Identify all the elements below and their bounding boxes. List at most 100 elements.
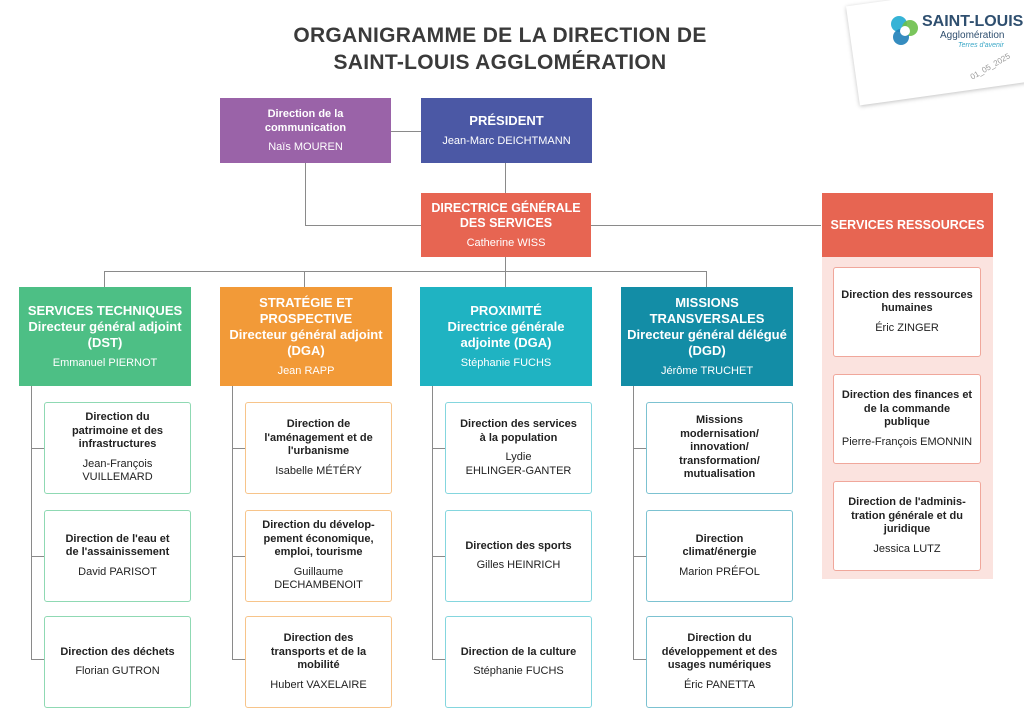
item-title: Direction de l'adminis-tration générale … [848,496,966,535]
directorate-card: Direction de l'aménagement et de l'urban… [245,402,392,494]
president-box: PRÉSIDENT Jean-Marc DEICHTMANN [421,98,592,163]
saint-louis-logo-mark-icon [891,16,918,45]
trunk-col4 [633,386,634,659]
ressources-header: SERVICES RESSOURCES [822,193,993,257]
item-title: Direction du patrimoine et des infrastru… [71,411,164,451]
directorate-card: Direction des transports et de la mobili… [245,616,392,708]
column-title: PROXIMITÉ [470,303,542,318]
tick [232,448,245,449]
tick [31,556,44,557]
item-title: Direction des services à la population [460,418,577,444]
item-name: Jessica LUTZ [873,542,941,555]
item-title: Direction des transports et de la mobili… [270,632,367,671]
tick [232,556,245,557]
item-title: Direction de la culture [460,645,577,658]
item-name: Gilles HEINRICH [476,559,561,571]
column-role: Directeur général adjoint (DST) [28,319,182,350]
connector-branch-horizontal [104,271,707,272]
communication-name: Naïs MOUREN [268,141,343,153]
ressources-item: Direction des finances et de la commande… [833,374,981,464]
connector-branch-col3 [505,271,506,287]
connector-president-dgs [505,163,506,193]
tick [31,659,44,660]
item-name: Lydie EHLINGER-GANTER [465,451,572,477]
ressources-title: SERVICES RESSOURCES [830,217,985,232]
item-name: Pierre-François EMONNIN [841,435,973,448]
item-title: Direction des sports [465,539,572,552]
tick [633,556,646,557]
item-title: Direction des ressources humaines [841,288,973,315]
connector-dgs-ressources [591,225,821,226]
dgs-box: DIRECTRICE GÉNÉRALE DES SERVICES Catheri… [421,193,591,257]
directorate-card: Direction du développement et des usages… [646,616,793,708]
connector-branch-col2 [304,271,305,287]
directorate-card: Direction des sports Gilles HEINRICH [445,510,592,602]
column-name: Jérôme TRUCHET [660,365,754,377]
column-title: SERVICES TECHNIQUES [27,303,183,318]
trunk-col1 [31,386,32,659]
dgs-name: Catherine WISS [466,236,546,249]
tick [432,556,445,557]
item-name: Hubert VAXELAIRE [270,678,367,691]
directorate-card: Direction des services à la population L… [445,402,592,494]
item-title: Direction climat/énergie [682,532,757,559]
directorate-card: Direction du patrimoine et des infrastru… [44,402,191,494]
tick [432,448,445,449]
title-line-2: SAINT-LOUIS AGGLOMÉRATION [333,51,667,74]
directorate-card: Direction du dévelop- pement économique,… [245,510,392,602]
logo-tagline: Terres d'avenir [958,42,1004,49]
column-role: Directeur général délégué (DGD) [627,327,787,358]
ressources-item: Direction de l'adminis-tration générale … [833,481,981,571]
column-name: Jean RAPP [277,365,335,377]
column-header-techniques: SERVICES TECHNIQUES Directeur général ad… [19,287,191,386]
trunk-col3 [432,386,433,659]
directorate-card: Direction des déchets Florian GUTRON [44,616,191,708]
column-title: STRATÉGIE ET PROSPECTIVE [259,295,353,326]
item-name: Florian GUTRON [75,665,160,677]
column-role: Directrice générale adjointe (DGA) [447,319,565,350]
column-title: MISSIONS TRANSVERSALES [649,295,765,326]
column-name: Stéphanie FUCHS [460,357,552,369]
directorate-card: Direction de la culture Stéphanie FUCHS [445,616,592,708]
tick [633,448,646,449]
item-title: Direction du dévelop- pement économique,… [262,519,375,559]
column-header-missions: MISSIONS TRANSVERSALES Directeur général… [621,287,793,386]
item-title: Direction du développement et des usages… [661,632,778,671]
tick [432,659,445,660]
title-line-1: ORGANIGRAMME DE LA DIRECTION DE [293,24,707,47]
item-name: David PARISOT [78,565,157,578]
connector-branch-col4 [706,271,707,287]
item-name: Isabelle MÉTÉRY [275,464,362,477]
connector-branch-col1 [104,271,105,287]
item-name: Éric ZINGER [875,321,939,334]
president-title: PRÉSIDENT [469,113,544,128]
item-name: Jean-François VUILLEMARD [82,457,153,484]
column-header-proximite: PROXIMITÉ Directrice générale adjointe (… [420,287,592,386]
column-role: Directeur général adjoint (DGA) [229,327,383,358]
ressources-item: Direction des ressources humaines Éric Z… [833,267,981,357]
item-name: Stéphanie FUCHS [473,665,564,677]
trunk-col2 [232,386,233,659]
tick [31,448,44,449]
item-title: Direction des déchets [60,645,175,658]
president-name: Jean-Marc DEICHTMANN [442,135,571,147]
connector-comm-down [305,163,306,225]
connector-dgs-down [505,257,506,271]
tick [633,659,646,660]
item-title: Direction de l'aménagement et de l'urban… [264,418,373,457]
directorate-card: Direction climat/énergie Marion PRÉFOL [646,510,793,602]
communication-title: Direction de la communication [264,108,347,134]
page-title: ORGANIGRAMME DE LA DIRECTION DE SAINT-LO… [230,22,770,76]
item-title: Direction de l'eau et de l'assainissemen… [65,532,170,559]
connector-comm-president [391,131,421,132]
communication-box: Direction de la communication Naïs MOURE… [220,98,391,163]
directorate-card: Direction de l'eau et de l'assainissemen… [44,510,191,602]
item-name: Guillaume DECHAMBENOIT [274,565,363,592]
directorate-card: Missions modernisation/ innovation/ tran… [646,402,793,494]
connector-comm-dgs [305,225,421,226]
dgs-title: DIRECTRICE GÉNÉRALE DES SERVICES [431,200,581,230]
tick [232,659,245,660]
item-title: Missions modernisation/ innovation/ tran… [679,414,760,481]
logo-name: SAINT-LOUIS [922,13,1024,30]
item-title: Direction des finances et de la commande… [841,389,973,428]
